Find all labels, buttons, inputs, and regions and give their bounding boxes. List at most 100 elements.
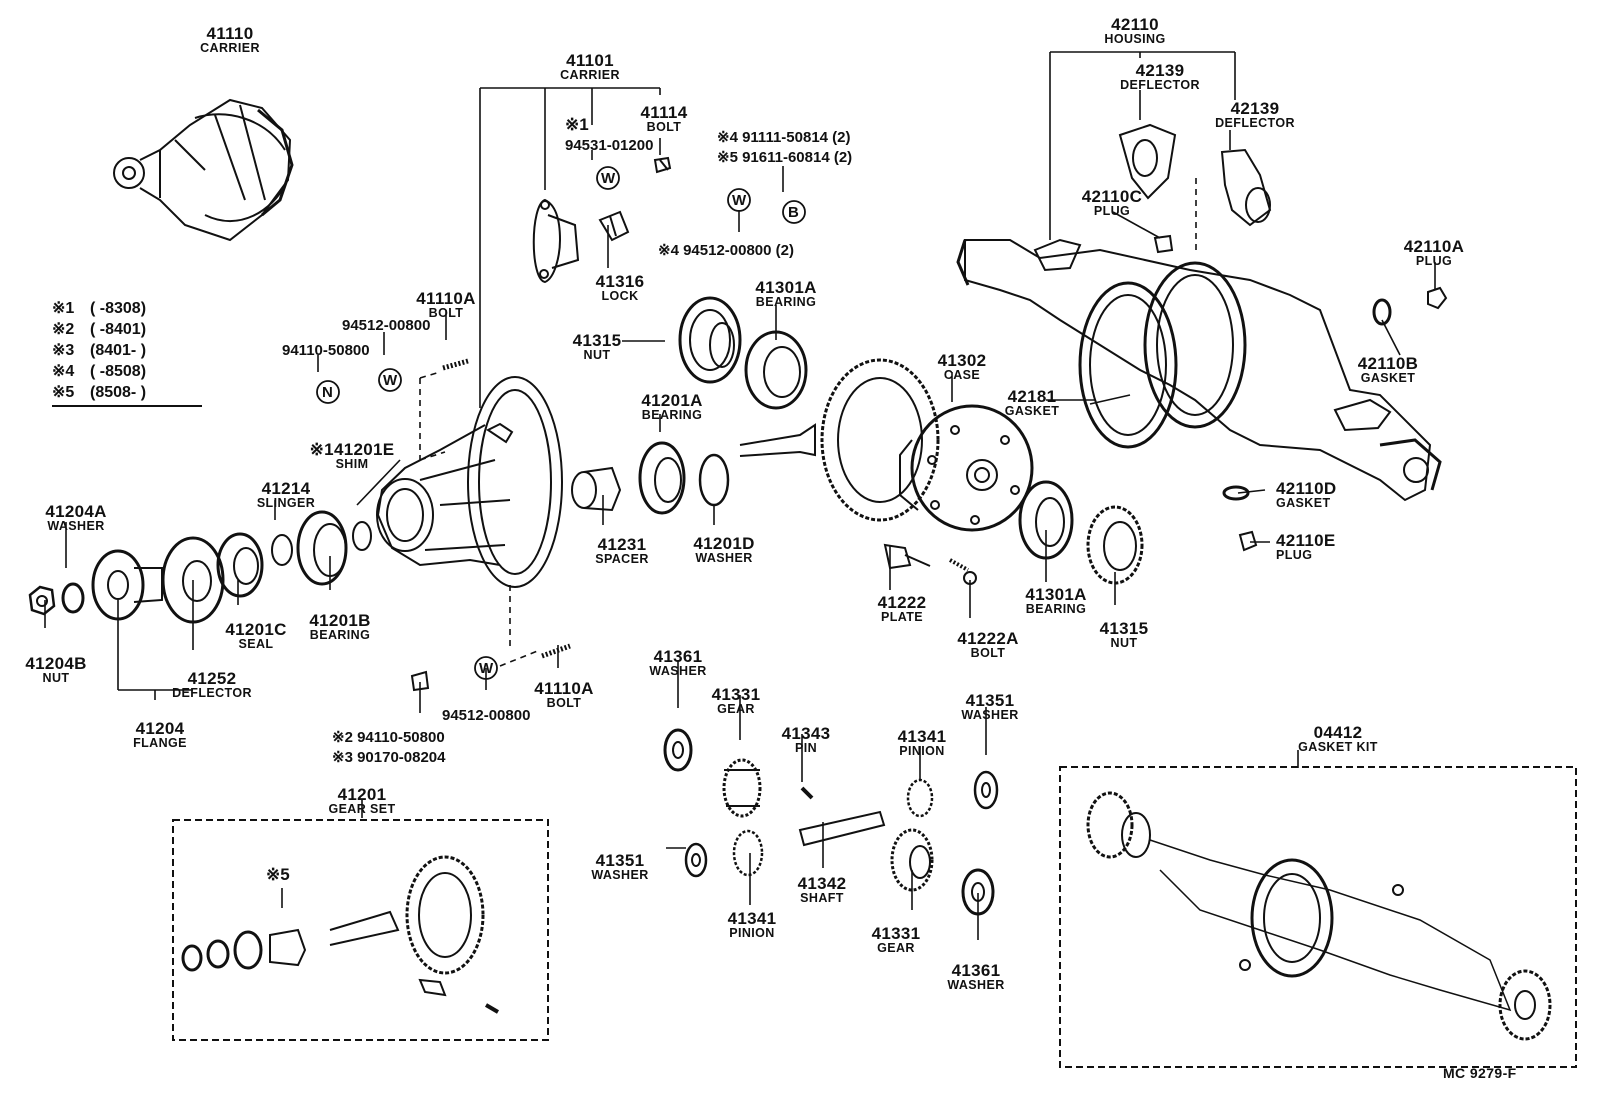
legend: ※1( -8308) ※2( -8401) ※3(8401- ) ※4( -85…: [52, 298, 202, 407]
drawing-code: MC 9279-F: [1443, 1065, 1517, 1081]
plug-42110e-illustration: [1238, 530, 1258, 552]
seal-41201c-illustration: [216, 532, 264, 598]
bolt-41222a-illustration: [949, 558, 977, 585]
nut-41315-bottom-illustration: [1086, 505, 1144, 585]
bearing-41201a-illustration: [638, 441, 686, 515]
note-part-number: ※4 94512-00800 (2): [658, 242, 794, 259]
legend-row: ※5(8508- ): [52, 384, 147, 401]
b-symbol: B: [788, 204, 799, 221]
lock-illustration: [598, 210, 630, 242]
leader-lines: [44, 51, 1436, 940]
w-symbol: W: [732, 192, 747, 209]
n-symbol: N: [322, 384, 333, 401]
legend-underline: [52, 405, 202, 407]
bearing-41201b-illustration: [296, 510, 348, 586]
bearing-cap-illustration: [532, 198, 580, 284]
w-symbols: [316, 166, 806, 680]
legend-row: ※2( -8401): [52, 321, 147, 338]
gasket-kit-box: [1059, 766, 1577, 1068]
pinion-41341-bottom-illustration: [732, 829, 764, 877]
gear-41331-top-illustration: [722, 758, 762, 818]
carrier-41110-illustration: [113, 98, 294, 242]
note-part-number: 94110-50800: [282, 342, 370, 359]
washer-41201d-illustration: [698, 453, 730, 507]
shim-illustration: [352, 521, 372, 551]
note-mark-1: ※1: [565, 115, 589, 134]
w-symbol: W: [383, 372, 398, 389]
washer-41361-bottom-illustration: [961, 868, 995, 916]
bolt-41110a-bottom-illustration: [541, 643, 571, 659]
note-part-number: ※3 90170-08204: [332, 749, 446, 766]
washer-41351-top-illustration: [973, 770, 999, 810]
legend-row: ※4( -8508): [52, 363, 147, 380]
spacer-41231-illustration: [571, 466, 622, 512]
bolt-41110a-top-illustration: [442, 358, 469, 371]
deflector-42139-a-illustration: [1118, 123, 1177, 200]
legend-row: ※3(8401- ): [52, 342, 147, 359]
gasket-42110d-illustration: [1222, 485, 1250, 501]
gear-set-box: [172, 819, 549, 1041]
w-symbol: W: [601, 170, 616, 187]
housing-42110-illustration: [956, 238, 1442, 502]
washer-41204a-illustration: [61, 582, 85, 614]
note-part-number: 94531-01200: [565, 137, 654, 154]
ring-gear-illustration: [739, 358, 940, 522]
w-symbol: W: [479, 660, 494, 677]
deflector-42139-b-illustration: [1220, 148, 1272, 227]
bolt-41114-illustration: [653, 156, 672, 174]
flange-41204-illustration: [91, 549, 163, 621]
pin-41343-illustration: [800, 786, 814, 800]
nut-41315-top-illustration: [678, 296, 742, 384]
washer-41361-top-illustration: [663, 728, 693, 772]
carrier-41101-illustration: [376, 376, 563, 588]
plate-41222-illustration: [883, 543, 931, 570]
gasket-42110b-illustration: [1372, 298, 1392, 326]
shaft-41342-illustration: [798, 810, 886, 847]
plug-42110c-illustration: [1153, 234, 1174, 254]
washer-41351-bottom-illustration: [684, 842, 708, 878]
pinion-41341-top-illustration: [906, 778, 934, 818]
bearing-41301a-top-illustration: [744, 330, 808, 410]
note-part-number: ※5 91611-60814 (2): [717, 149, 853, 166]
note-part-number: ※4 91111-50814 (2): [717, 129, 851, 146]
note-mark-5: ※5: [266, 865, 290, 884]
note-part-number: 94512-00800: [442, 707, 531, 724]
